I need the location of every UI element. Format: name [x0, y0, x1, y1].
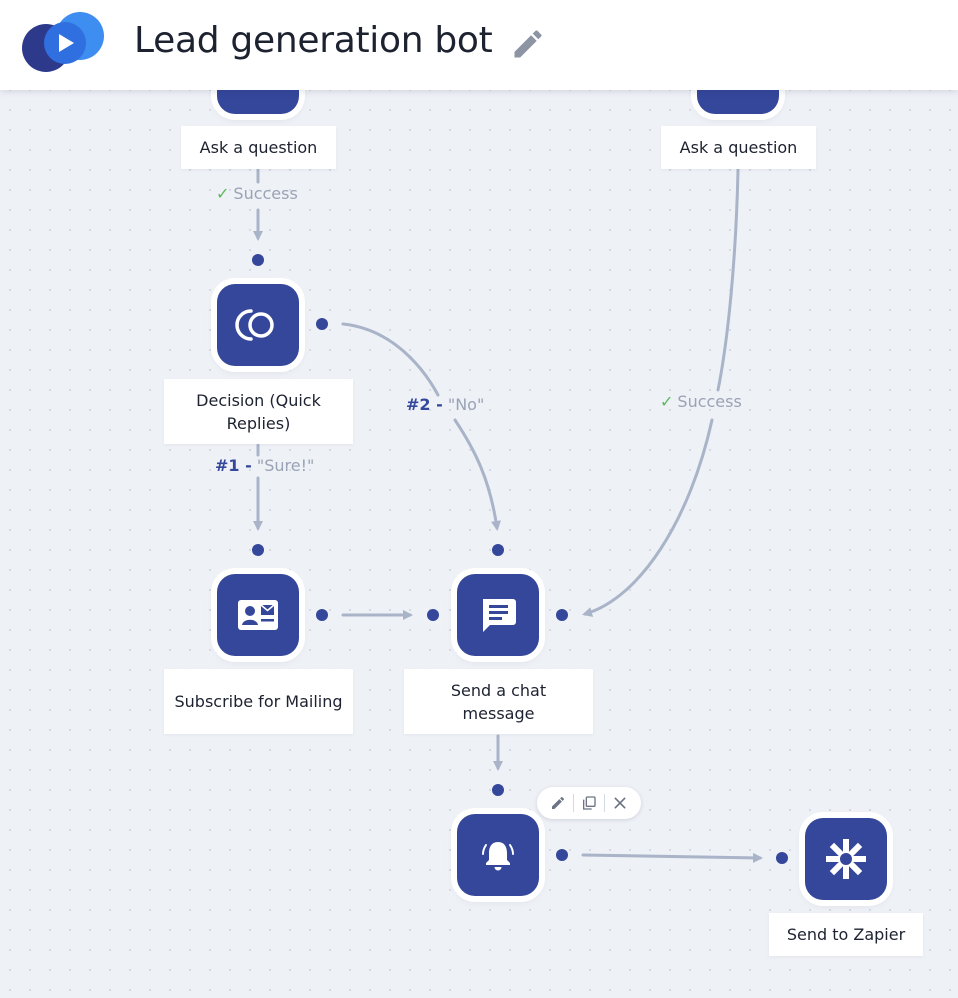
- contact-card-icon: [238, 600, 278, 630]
- node-toolbar: [537, 787, 641, 819]
- app-header: Lead generation bot: [0, 0, 958, 90]
- check-icon: ✓: [660, 392, 674, 411]
- send-chat-input-port-top[interactable]: [492, 544, 504, 556]
- edge-label-success-left: ✓Success: [216, 184, 298, 203]
- send-chat-node[interactable]: [457, 574, 539, 656]
- ask-question-label-right: Ask a question: [661, 126, 816, 169]
- pencil-icon[interactable]: [510, 26, 546, 62]
- edge-label-reply-2: #2 - "No": [406, 395, 485, 414]
- notification-input-port[interactable]: [492, 784, 504, 796]
- subscribe-label: Subscribe for Mailing: [164, 669, 353, 734]
- subscribe-input-port[interactable]: [252, 544, 264, 556]
- notification-node[interactable]: [457, 814, 539, 896]
- page-title: Lead generation bot: [134, 20, 493, 61]
- check-icon: ✓: [216, 184, 230, 203]
- quick-replies-icon: [235, 309, 274, 341]
- delete-node-button[interactable]: [605, 791, 635, 815]
- send-chat-output-port[interactable]: [556, 609, 568, 621]
- bell-icon: [482, 842, 514, 871]
- subscribe-output-port[interactable]: [316, 609, 328, 621]
- duplicate-node-button[interactable]: [574, 791, 604, 815]
- ask-question-label-left: Ask a question: [181, 126, 336, 169]
- close-icon: [614, 797, 626, 809]
- edge-label-success-right: ✓Success: [660, 392, 742, 411]
- chat-message-icon: [483, 599, 516, 632]
- subscribe-node[interactable]: [217, 574, 299, 656]
- toolbar-divider: [604, 794, 605, 812]
- zapier-node[interactable]: [805, 818, 887, 900]
- zapier-asterisk-icon: [826, 839, 866, 879]
- decision-output-port[interactable]: [316, 318, 328, 330]
- notification-output-port[interactable]: [556, 849, 568, 861]
- play-circle-logo[interactable]: [20, 12, 108, 74]
- edit-node-button[interactable]: [543, 791, 573, 815]
- toolbar-divider: [573, 794, 574, 812]
- send-chat-label: Send a chat message: [404, 669, 593, 734]
- decision-input-port[interactable]: [252, 254, 264, 266]
- zapier-input-port[interactable]: [776, 852, 788, 864]
- send-chat-input-port-left[interactable]: [427, 609, 439, 621]
- pencil-icon: [552, 796, 565, 809]
- decision-label: Decision (Quick Replies): [164, 379, 353, 444]
- decision-node[interactable]: [217, 284, 299, 366]
- edge-label-reply-1: #1 - "Sure!": [215, 456, 315, 475]
- zapier-label: Send to Zapier: [769, 913, 923, 956]
- copy-icon: [583, 796, 596, 810]
